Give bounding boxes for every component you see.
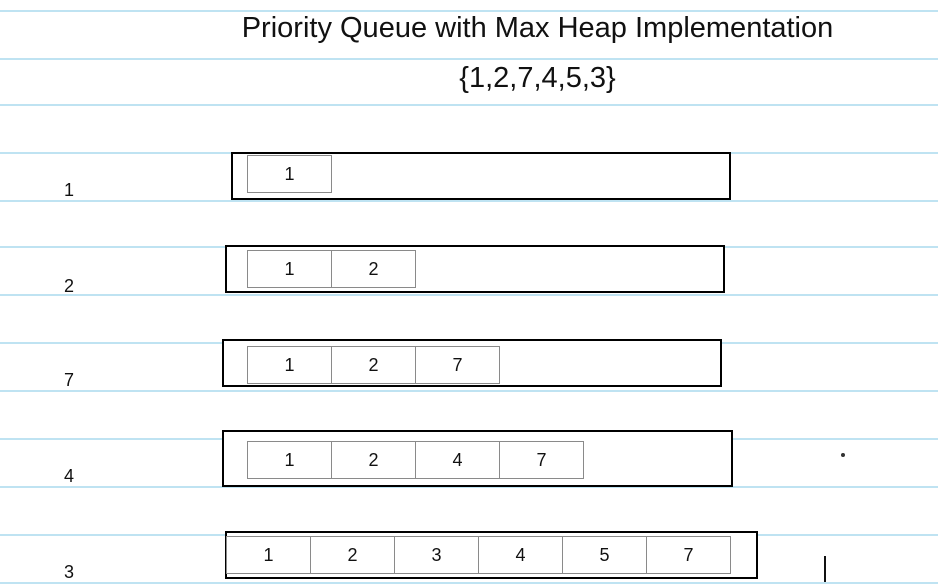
- step-label: 4: [64, 466, 75, 486]
- queue-cell: 4: [478, 536, 563, 574]
- step-label: 7: [64, 370, 75, 390]
- step-label: 3: [64, 562, 75, 582]
- queue-cell: 1: [247, 250, 332, 288]
- queue-cell: 1: [247, 155, 332, 193]
- ruled-line: [0, 582, 938, 584]
- queue-cell: 1: [226, 536, 311, 574]
- diagram-title: Priority Queue with Max Heap Implementat…: [241, 12, 834, 44]
- queue-cell: 2: [331, 441, 416, 479]
- queue-cell: 2: [331, 250, 416, 288]
- step-label: 2: [64, 276, 75, 296]
- ruled-line: [0, 104, 938, 106]
- ruled-line: [0, 390, 938, 392]
- queue-cell: 7: [646, 536, 731, 574]
- stray-dot: [841, 453, 845, 457]
- queue-cell: 1: [247, 441, 332, 479]
- queue-cell: 2: [331, 346, 416, 384]
- queue-cell: 1: [247, 346, 332, 384]
- ruled-line: [0, 294, 938, 296]
- step-label: 1: [64, 180, 75, 200]
- queue-cell: 3: [394, 536, 479, 574]
- text-cursor: [824, 556, 826, 582]
- queue-cell: 7: [415, 346, 500, 384]
- queue-cell: 5: [562, 536, 647, 574]
- queue-cell: 7: [499, 441, 584, 479]
- ruled-line: [0, 10, 938, 12]
- ruled-line: [0, 486, 938, 488]
- queue-cell: 2: [310, 536, 395, 574]
- ruled-line: [0, 200, 938, 202]
- ruled-line: [0, 58, 938, 60]
- input-sequence: {1,2,7,4,5,3}: [459, 62, 616, 94]
- queue-cell: 4: [415, 441, 500, 479]
